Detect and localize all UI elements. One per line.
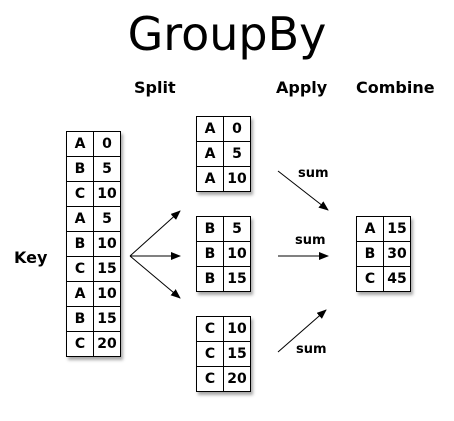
split-arrow-a: [129, 210, 181, 257]
apply-header: Apply: [276, 78, 328, 97]
key-cell: A: [196, 141, 224, 167]
value-cell: 10: [223, 241, 251, 267]
value-cell: 20: [223, 366, 251, 392]
value-cell: 10: [93, 281, 121, 307]
value-cell: 10: [223, 316, 251, 342]
key-label: Key: [14, 248, 48, 267]
key-cell: C: [66, 256, 94, 282]
value-cell: 30: [383, 241, 411, 267]
combine-header: Combine: [356, 78, 435, 97]
value-cell: 10: [93, 181, 121, 207]
split-arrow-c: [129, 255, 181, 299]
key-cell: A: [66, 206, 94, 232]
apply-arrow-a: [277, 170, 329, 211]
sum-label-a: sum: [298, 166, 329, 181]
value-cell: 10: [93, 231, 121, 257]
key-cell: B: [196, 241, 224, 267]
sum-label-c: sum: [296, 342, 327, 357]
value-cell: 5: [223, 216, 251, 242]
value-cell: 15: [223, 266, 251, 292]
value-cell: 10: [223, 166, 251, 192]
value-cell: 0: [223, 116, 251, 142]
key-cell: C: [196, 341, 224, 367]
value-cell: 5: [93, 156, 121, 182]
apply-arrow-c: [277, 309, 327, 353]
key-cell: C: [66, 331, 94, 357]
value-cell: 20: [93, 331, 121, 357]
key-cell: C: [196, 366, 224, 392]
value-cell: 45: [383, 266, 411, 292]
sum-label-b: sum: [295, 233, 326, 248]
key-cell: B: [196, 266, 224, 292]
value-cell: 15: [93, 256, 121, 282]
split-header: Split: [134, 78, 176, 97]
diagram-title: GroupBy: [127, 7, 327, 61]
key-cell: C: [356, 266, 384, 292]
